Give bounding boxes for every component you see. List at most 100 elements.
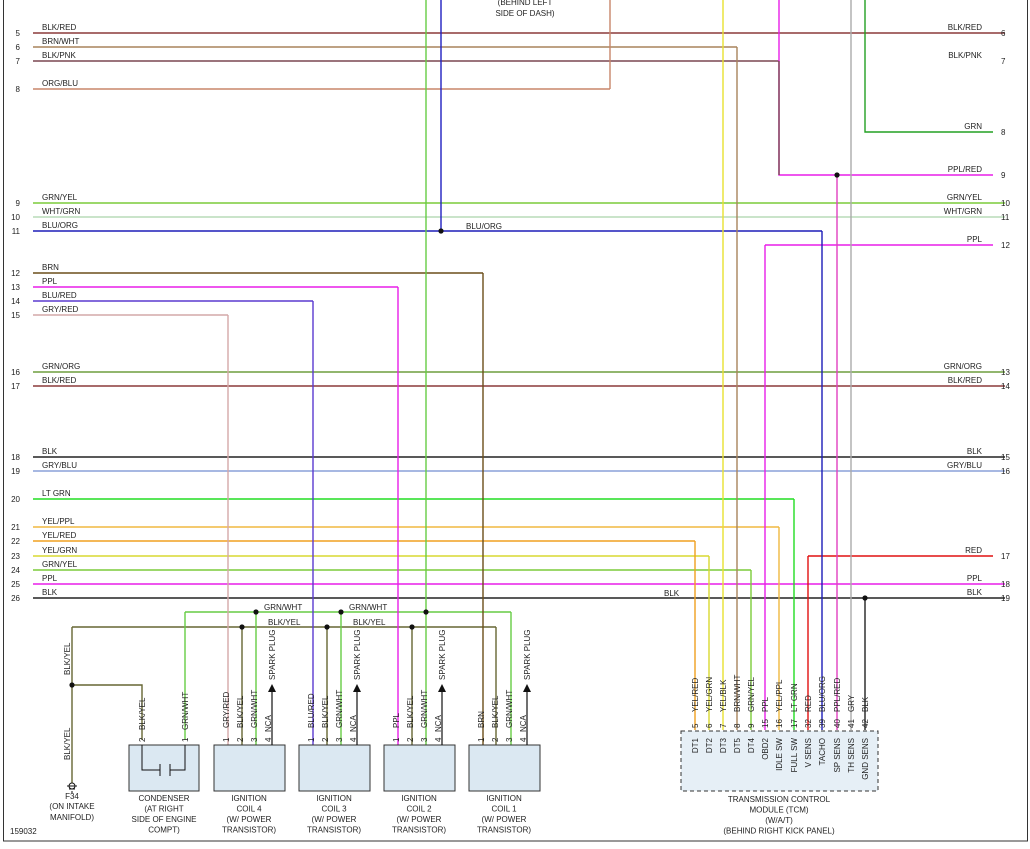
splice-blu-org <box>438 228 444 234</box>
coil-2-title-1: IGNITION <box>401 794 437 803</box>
left-wire-label-26: BLK <box>42 588 58 597</box>
coil-3-pin-label-2: BLK/YEL <box>321 695 330 728</box>
left-wire-label-22: YEL/RED <box>42 531 76 540</box>
tcm-pin-wire-42: BLK <box>861 696 870 712</box>
coil-1-pin-2: 2 <box>491 737 500 742</box>
tcm-pin-wire-9: GRN/YEL <box>747 676 756 712</box>
coil-3-nca-label: NCA <box>349 714 358 732</box>
left-connector-pin-10: 10 <box>11 213 20 222</box>
coil-1-pin-label-3: GRN/WHT <box>505 690 514 728</box>
splice-grn-wht-1 <box>253 609 259 615</box>
coil-2-pin-4: 4 <box>434 737 443 742</box>
condenser-pin-label-2: BLK/YEL <box>138 697 147 730</box>
tcm-func-6: DT2 <box>705 737 714 753</box>
right-connector-pin-10: 10 <box>1001 199 1010 208</box>
tcm-title-3: (W/A/T) <box>765 816 793 825</box>
tcm-pin-32: 32 <box>804 719 813 728</box>
ignition-coil-4-box <box>213 744 286 792</box>
tcm-pin-wire-16: YEL/PPL <box>775 679 784 712</box>
coil-2-pin-label-2: BLK/YEL <box>406 695 415 728</box>
tcm-func-9: DT4 <box>747 737 756 753</box>
left-wire-label-23: YEL/GRN <box>42 546 77 555</box>
tcm-pin-42: 42 <box>861 719 870 728</box>
ignition-coil-3-box <box>298 744 371 792</box>
tcm-pin-wire-5: YEL/RED <box>691 678 700 712</box>
right-wire-label-10: GRN/YEL <box>947 193 983 202</box>
coil-2-pin-2: 2 <box>406 737 415 742</box>
coil-1-plug-arrow <box>523 684 531 692</box>
left-wire-label-9: GRN/YEL <box>42 193 78 202</box>
coil-4-title-4: TRANSISTOR) <box>222 826 276 835</box>
left-connector-pin-6: 6 <box>16 43 21 52</box>
ground-wire-label-upper: BLK/YEL <box>63 642 72 675</box>
left-wire-label-15: GRY/RED <box>42 305 79 314</box>
coil-3-pin-2: 2 <box>321 737 330 742</box>
coil-4-pin-4: 4 <box>264 737 273 742</box>
tcm-pin-40: 40 <box>833 719 842 728</box>
coil-2-pin-label-1: PPL <box>392 712 401 728</box>
left-wire-label-25: PPL <box>42 574 58 583</box>
coil-2-title-3: (W/ POWER <box>397 815 442 824</box>
coil-3-plug-arrow <box>353 684 361 692</box>
ground-wire-label-lower: BLK/YEL <box>63 727 72 760</box>
coil-4-title-3: (W/ POWER <box>227 815 272 824</box>
left-connector-pin-19: 19 <box>11 467 20 476</box>
coil-1-pin-label-1: BRN <box>477 711 486 728</box>
coil-1-pin-4: 4 <box>519 737 528 742</box>
tcm-pin-wire-6: YEL/GRN <box>705 677 714 712</box>
coil-1-title-1: IGNITION <box>486 794 522 803</box>
coil-3-title-4: TRANSISTOR) <box>307 826 361 835</box>
left-connector-pin-12: 12 <box>11 269 20 278</box>
right-wire-label-15: BLK <box>967 447 983 456</box>
ground-desc-2: MANIFOLD) <box>50 813 94 822</box>
right-connector-pin-18: 18 <box>1001 580 1010 589</box>
splice-blk-yel-2 <box>324 624 330 630</box>
tcm-func-39: TACHO <box>818 738 827 765</box>
coil-2-title-2: COIL 2 <box>406 805 432 814</box>
coil-3-spark-plug-label: SPARK PLUG <box>353 629 362 680</box>
tcm-func-7: DT3 <box>719 737 728 753</box>
tcm-pin-16: 16 <box>775 719 784 728</box>
left-connector-pin-5: 5 <box>16 29 21 38</box>
coil-3-pin-1: 1 <box>307 737 316 742</box>
left-wire-label-18: BLK <box>42 447 58 456</box>
coil-4-title-1: IGNITION <box>231 794 267 803</box>
coil-4-title-2: COIL 4 <box>236 805 262 814</box>
tcm-pin-6: 6 <box>705 723 714 728</box>
left-wire-label-13: PPL <box>42 277 58 286</box>
left-wire-label-5: BLK/RED <box>42 23 76 32</box>
coil-4-pin-label-2: BLK/YEL <box>236 695 245 728</box>
coil-3-pin-label-3: GRN/WHT <box>335 690 344 728</box>
tcm-pin-15: 15 <box>761 719 770 728</box>
left-connector-pin-13: 13 <box>11 283 20 292</box>
right-wire-label-12: PPL <box>967 235 983 244</box>
tcm-pin-wire-8: BRN/WHT <box>733 675 742 712</box>
left-connector-pin-18: 18 <box>11 453 20 462</box>
right-wire-label-6: BLK/RED <box>948 23 982 32</box>
coil-1-title-3: (W/ POWER <box>482 815 527 824</box>
coil-3-pin-3: 3 <box>335 737 344 742</box>
left-wire-label-16: GRN/ORG <box>42 362 80 371</box>
condenser-wire-2 <box>72 684 143 740</box>
tcm-pin-5: 5 <box>691 723 700 728</box>
right-wire-label-18: PPL <box>967 574 983 583</box>
splice-blk-yel-3 <box>409 624 415 630</box>
coil-3-title-1: IGNITION <box>316 794 352 803</box>
tcm-pin-wire-41: GRY <box>847 694 856 712</box>
left-connector-pin-11: 11 <box>12 227 21 236</box>
right-wire-label-19: BLK <box>967 588 983 597</box>
mid-label-blu-org: BLU/ORG <box>466 222 502 231</box>
tcm-pin-9: 9 <box>747 723 756 728</box>
tcm-pin-wire-15: PPL <box>761 696 770 712</box>
left-wire-label-20: LT GRN <box>42 489 71 498</box>
coil-4-pin-1: 1 <box>222 737 231 742</box>
right-connector-pin-15: 15 <box>1001 453 1010 462</box>
splice-layer <box>69 172 868 688</box>
left-wire-label-17: BLK/RED <box>42 376 76 385</box>
right-wire-label-11: WHT/GRN <box>944 207 982 216</box>
coil-1-pin-3: 3 <box>505 737 514 742</box>
tcm-pin-39: 39 <box>818 719 827 728</box>
left-connector-pin-23: 23 <box>11 552 20 561</box>
coil-1-pin-label-2: BLK/YEL <box>491 695 500 728</box>
coil-3-pin-label-1: BLU/RED <box>307 693 316 728</box>
